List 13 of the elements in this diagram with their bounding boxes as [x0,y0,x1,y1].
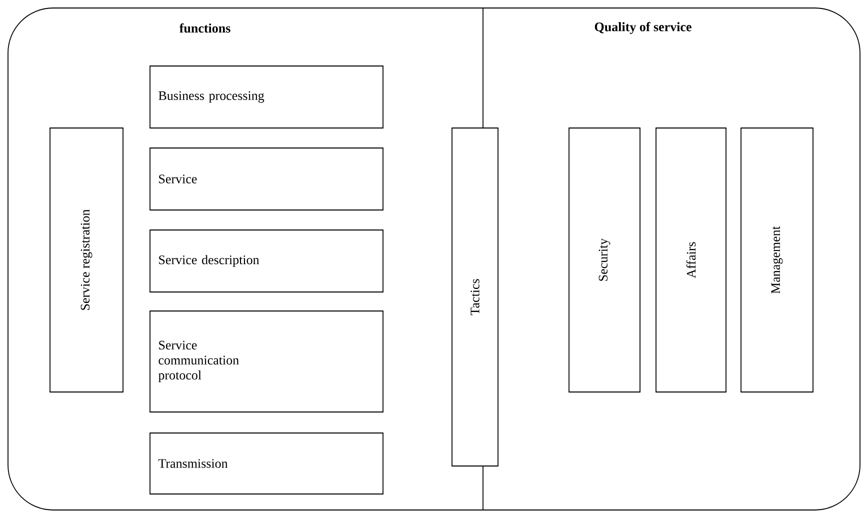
vertical-box: Security [568,128,640,392]
vertical-box: Service registration [50,128,124,392]
section-heading: functions [179,23,230,33]
process-box: Service communication protocol [150,310,384,412]
process-box: Service [150,148,384,210]
vertical-box: Tactics [452,128,498,466]
process-box: Service description [150,230,384,292]
process-box: Transmission [150,432,384,494]
section-heading: Quality of service [594,22,692,34]
vertical-box: Affairs [656,128,726,392]
process-box: Business processing [150,66,384,128]
outer-frame [8,8,860,510]
vertical-box: Management [740,128,814,392]
